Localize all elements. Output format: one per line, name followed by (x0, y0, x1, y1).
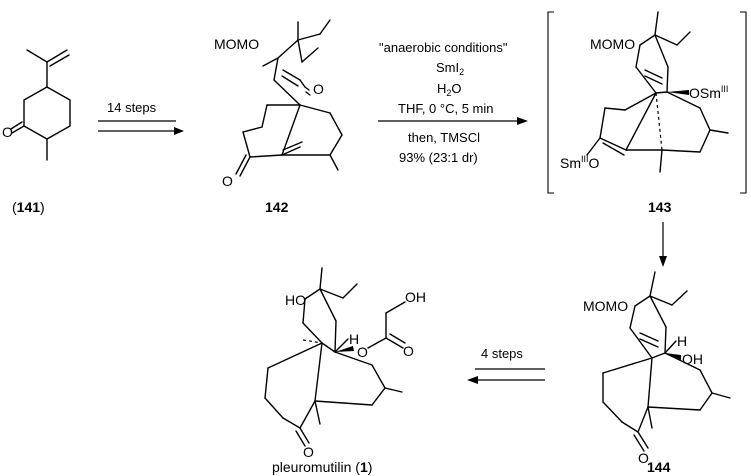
atom-o-144: O (638, 450, 649, 466)
compound-141-label: (141) (12, 199, 45, 215)
condition-smi2-sub: 2 (459, 67, 464, 77)
atom-oh-pleuromutilin: OH (405, 289, 426, 305)
atom-o-aldehyde-142: O (313, 81, 324, 97)
compound-144-label: 144 (647, 459, 671, 475)
compound-pleuromutilin-number: 1 (360, 459, 368, 475)
atom-momo-142: MOMO (214, 36, 259, 52)
bracket-143 (547, 11, 747, 194)
atom-o-141: O (2, 124, 13, 140)
atom-momo-143: MOMO (590, 36, 635, 52)
atom-h-144: H (677, 333, 687, 349)
atom-smo-143-main: Sm (560, 155, 581, 171)
atom-h-pleuromutilin: H (349, 331, 359, 347)
condition-water-sub: 2 (446, 88, 451, 98)
atom-osm-143: OSmIII (689, 84, 728, 101)
condition-water-h: H (437, 81, 446, 96)
compound-141-number: 141 (17, 199, 41, 215)
compound-142-label: 142 (265, 199, 289, 215)
condition-water: H2O (437, 81, 462, 98)
arrow-step-1 (98, 120, 184, 135)
compound-pleuromutilin-label: pleuromutilin (1) (272, 459, 372, 475)
atom-o-ester-pleuromutilin: O (357, 344, 368, 360)
atom-o-ketone-pleuromutilin: O (303, 444, 314, 460)
atom-momo-144: MOMO (583, 298, 628, 314)
atom-smo-143-o: O (589, 155, 600, 171)
compound-141-structure (10, 49, 71, 161)
compound-143-structure (586, 11, 729, 173)
atom-ho-pleuromutilin: HO (285, 292, 306, 308)
atom-o-carbonyl-pleuromutilin: O (403, 343, 414, 359)
step-14-steps: 14 steps (107, 100, 157, 115)
step-4-steps: 4 steps (481, 346, 523, 361)
arrow-smi2-reaction (378, 117, 528, 125)
compound-142-structure (235, 19, 343, 177)
condition-water-o: O (451, 81, 461, 96)
compound-143-label: 143 (648, 199, 672, 215)
arrow-step-4 (467, 368, 545, 384)
condition-anaerobic: "anaerobic conditions" (379, 40, 508, 55)
condition-smi2: SmI2 (436, 60, 464, 77)
atom-oh-144: OH (682, 351, 703, 367)
atom-osm-143-ox: III (721, 84, 729, 94)
compound-pleuromutilin-name: pleuromutilin (272, 459, 351, 475)
compound-144-structure (602, 271, 731, 452)
atom-smo-143: SmIIIO (560, 154, 600, 171)
atom-smo-143-ox: III (581, 154, 589, 164)
condition-smi2-main: SmI (436, 60, 459, 75)
atom-o-ketone-142: O (222, 173, 233, 189)
arrow-down (659, 222, 667, 267)
condition-yield: 93% (23:1 dr) (399, 150, 478, 165)
condition-thf: THF, 0 °C, 5 min (398, 101, 494, 116)
atom-osm-143-main: OSm (689, 85, 721, 101)
compound-pleuromutilin-structure (264, 267, 406, 447)
condition-tmscl: then, TMSCl (408, 130, 480, 145)
